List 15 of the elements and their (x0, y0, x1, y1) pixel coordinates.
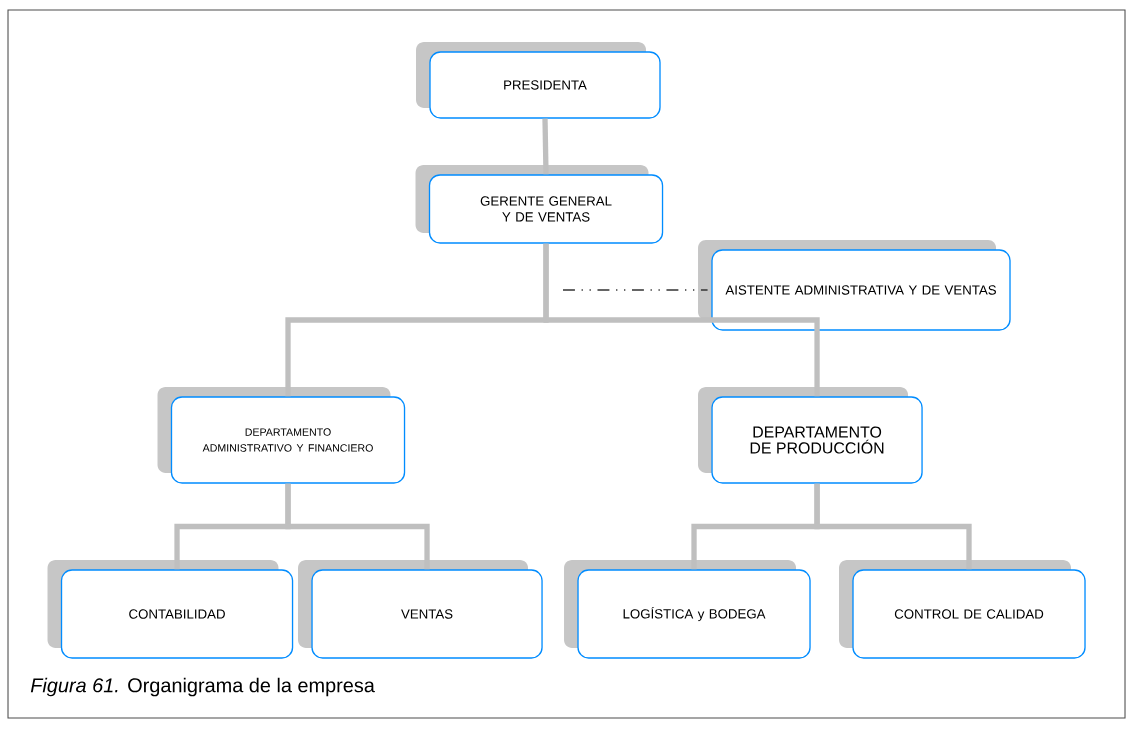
connector-line (543, 243, 820, 397)
connector-line (285, 483, 430, 570)
org-box: DEPARTAMENTO ADMINISTRATIVO Y FINANCIERO (157, 387, 406, 484)
connector-line (562, 289, 709, 291)
org-box: PRESIDENTA (416, 42, 661, 119)
org-box: DEPARTAMENTO DE PRODUCCIÓN (698, 387, 923, 484)
connector-line (814, 483, 972, 570)
org-box: GERENTE GENERAL Y DE VENTAS (415, 165, 664, 244)
org-box: LOGÍSTICA y BODEGA (564, 560, 811, 659)
org-box: AISTENTE ADMINISTRATIVA Y DE VENTAS (698, 240, 1011, 331)
org-box: VENTAS (298, 560, 543, 659)
connector-line (542, 118, 549, 175)
org-box: CONTABILIDAD (47, 560, 294, 659)
org-box: CONTROL DE CALIDAD (839, 560, 1086, 659)
caption: Figura 61. Organigrama de la empresa (30, 677, 375, 697)
